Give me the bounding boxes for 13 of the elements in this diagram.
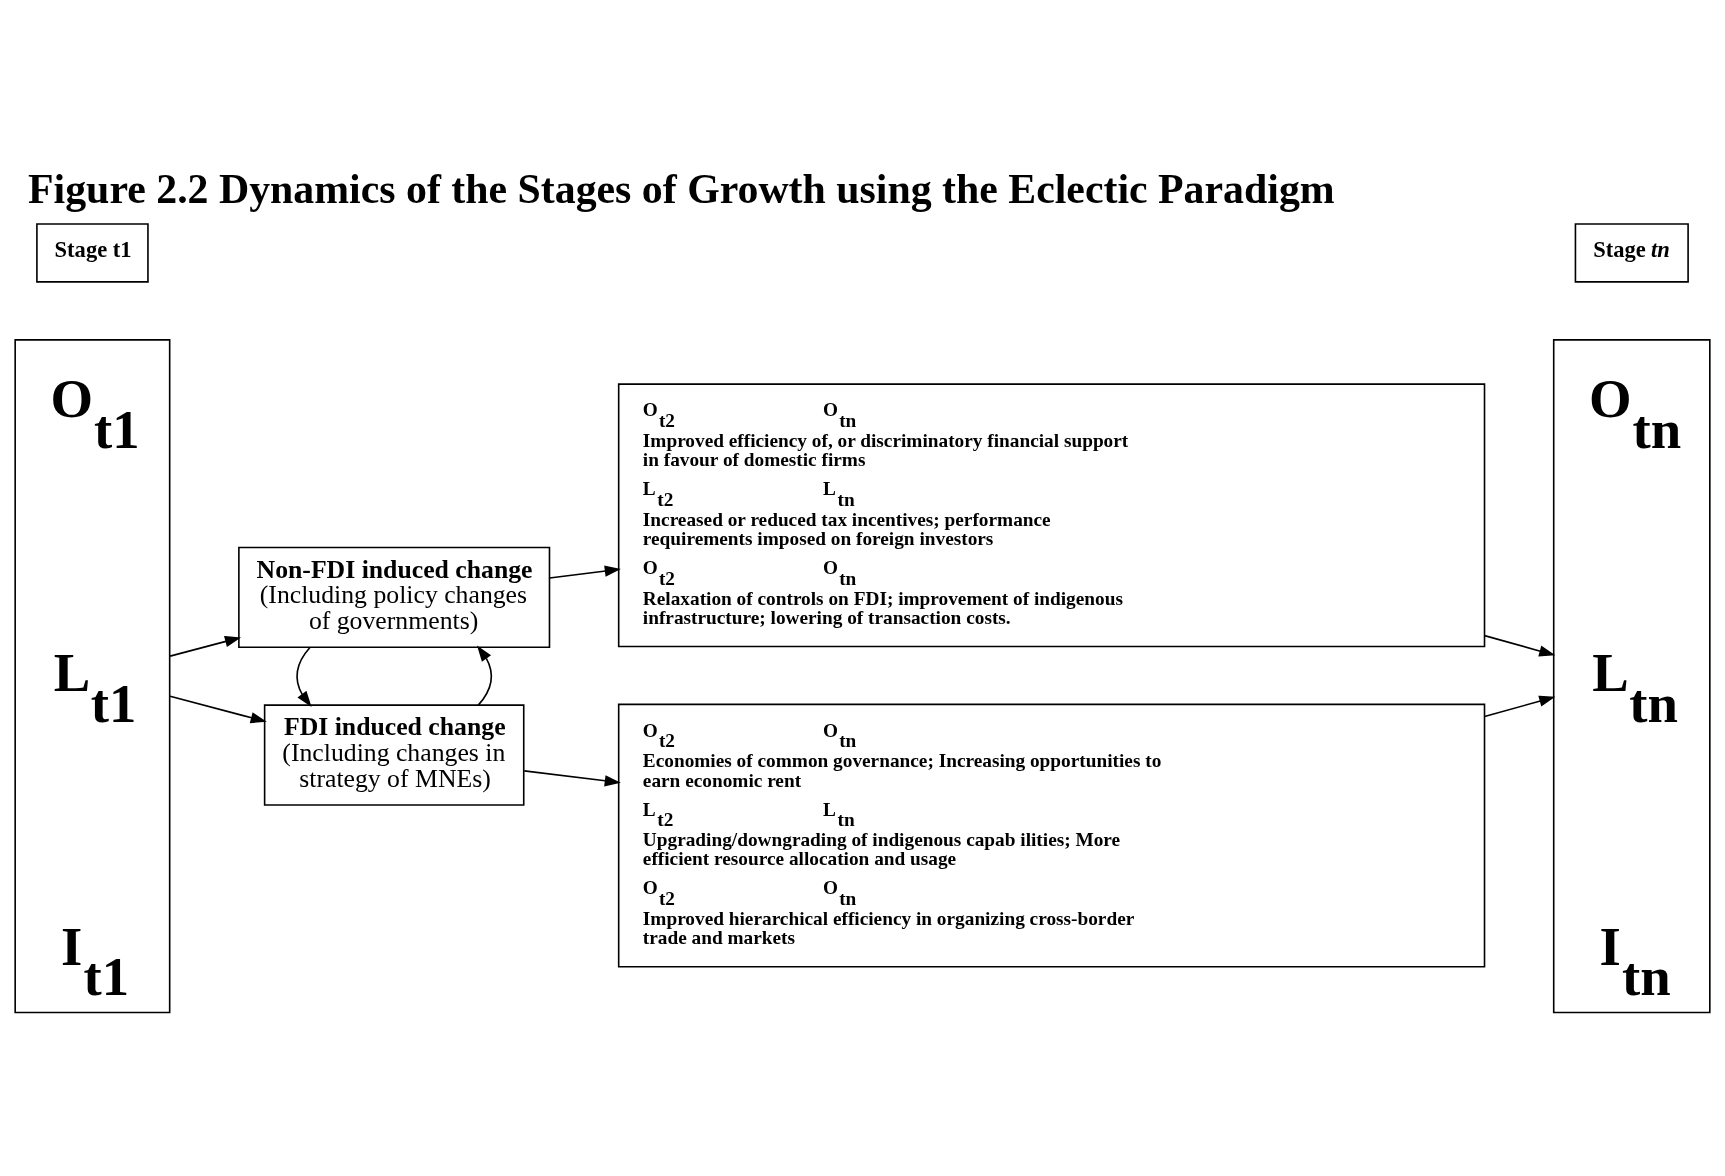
arrow (169, 635, 242, 657)
node-box: Stage t1 (36, 222, 149, 283)
arrow (169, 695, 267, 723)
arrow (548, 565, 621, 579)
arrow (477, 645, 493, 706)
node-box: FDI induced change (Including changes in strategy of MNEs) (263, 703, 525, 806)
arrow (523, 769, 621, 786)
node-box: Stage tn (1574, 222, 1689, 283)
node-box: Non-FDI induced change (Including policy changes of governments) (238, 546, 551, 648)
arrow (1483, 634, 1556, 656)
arrow (1483, 695, 1556, 717)
arrow (296, 646, 312, 707)
diagram-title: Figure 2.2 Dynamics of the Stages of Growth using the Eclectic Paradigm (28, 165, 1335, 212)
